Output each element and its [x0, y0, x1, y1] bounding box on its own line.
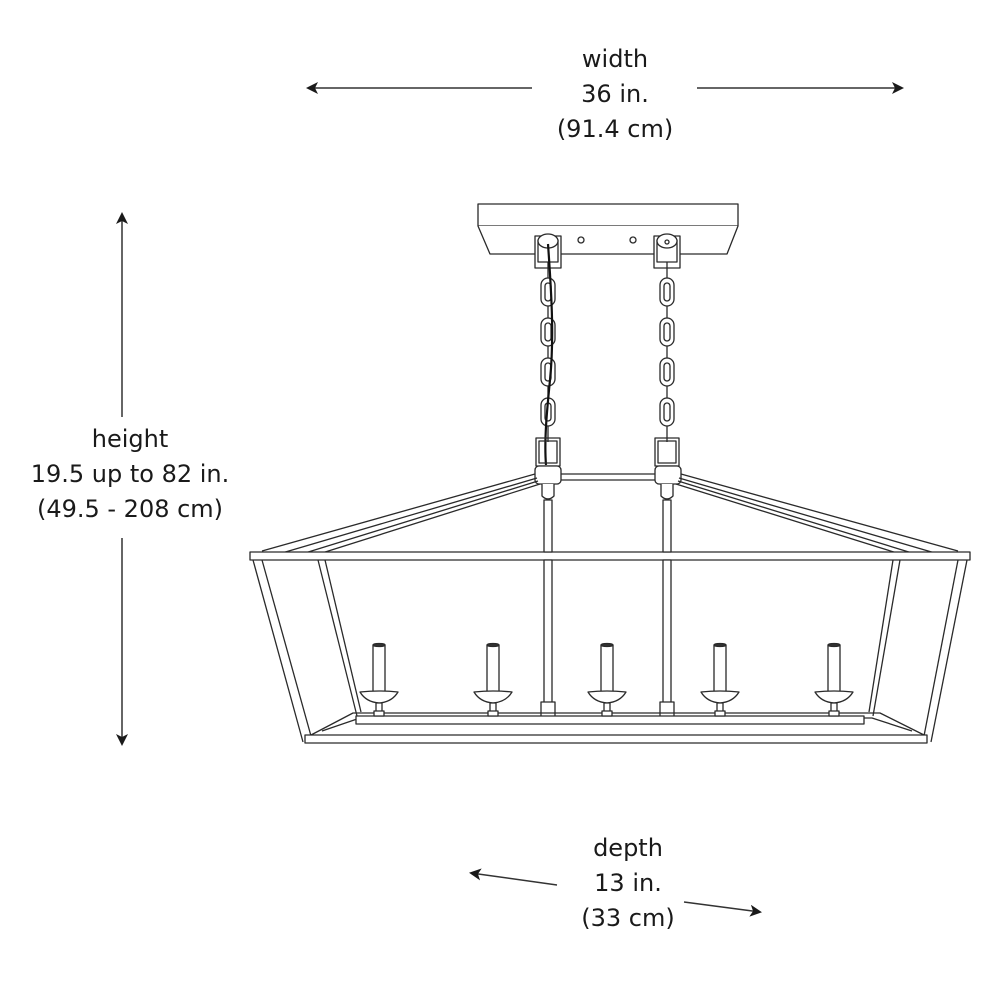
height-metric: (49.5 - 208 cm) [36, 495, 224, 523]
lantern-base [304, 712, 928, 744]
lantern-sides [252, 559, 968, 743]
lantern-top-rim [249, 551, 971, 561]
width-imperial: 36 in. [581, 80, 649, 108]
candle-5 [814, 642, 854, 717]
depth-imperial: 13 in. [594, 869, 662, 897]
candle-2 [473, 642, 513, 717]
depth-arrow-icon [469, 868, 762, 917]
candle-3 [587, 642, 627, 717]
width-metric: (91.4 cm) [556, 115, 674, 143]
candle-4 [700, 642, 740, 717]
ceiling-canopy [477, 203, 739, 269]
candle-lights [359, 642, 854, 717]
height-imperial: 19.5 up to 82 in. [30, 460, 230, 488]
height-dimension-label: height 19.5 up to 82 in. (49.5 - 208 cm) [20, 422, 240, 527]
left-chain [535, 243, 561, 467]
width-title: width [581, 45, 649, 73]
height-title: height [91, 425, 169, 453]
top-crossbar [534, 465, 682, 500]
width-dimension-label: width 36 in. (91.4 cm) [515, 42, 715, 147]
depth-metric: (33 cm) [581, 904, 675, 932]
chandelier-illustration [249, 203, 971, 744]
lantern-roof [261, 473, 959, 554]
depth-dimension-label: depth 13 in. (33 cm) [528, 831, 728, 936]
right-chain [654, 262, 680, 467]
depth-title: depth [593, 834, 663, 862]
candle-1 [359, 642, 399, 717]
